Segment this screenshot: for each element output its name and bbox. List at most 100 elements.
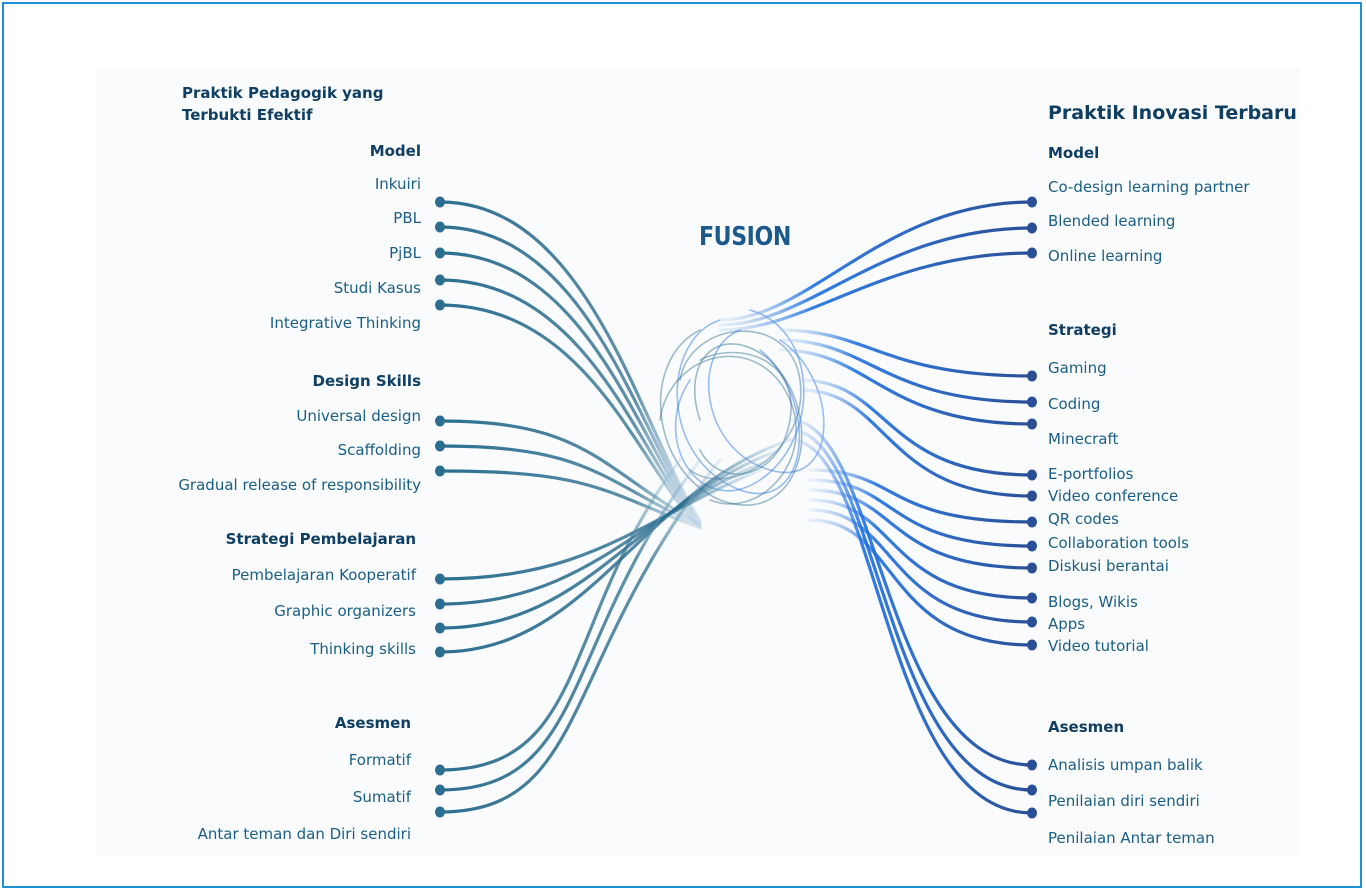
right-strategi-item: E-portfolios bbox=[1048, 465, 1134, 483]
left-wire-dot bbox=[435, 247, 445, 259]
left-asesmen-item: Antar teman dan Diri sendiri bbox=[197, 825, 411, 843]
left-model-item: Studi Kasus bbox=[333, 279, 421, 297]
right-wire-dot bbox=[1027, 196, 1037, 208]
right-wire-dot bbox=[1027, 540, 1037, 552]
left-strategi-item: Thinking skills bbox=[310, 640, 416, 658]
left-model-item: PBL bbox=[393, 209, 421, 227]
right-wire bbox=[778, 328, 1034, 378]
right-wire bbox=[718, 226, 1034, 327]
right-strategi-item: Blogs, Wikis bbox=[1048, 593, 1138, 611]
right-model-item: Online learning bbox=[1048, 247, 1163, 265]
right-asesmen-header: Asesmen bbox=[1048, 718, 1125, 736]
right-wire-dot bbox=[1027, 222, 1037, 234]
left-wire bbox=[438, 448, 782, 630]
left-design-item: Scaffolding bbox=[337, 441, 421, 459]
right-wire bbox=[778, 338, 1034, 404]
swirl-loop bbox=[659, 355, 797, 505]
left-wire-dot bbox=[435, 573, 445, 585]
right-strategi-item: Minecraft bbox=[1048, 430, 1119, 448]
left-design-item: Universal design bbox=[296, 407, 421, 425]
left-wire bbox=[438, 458, 682, 772]
left-model-header: Model bbox=[369, 142, 421, 160]
right-wire bbox=[808, 488, 1034, 570]
left-wire bbox=[438, 458, 772, 606]
right-strategi-item: Diskusi berantai bbox=[1048, 557, 1169, 575]
right-wire bbox=[788, 438, 1034, 815]
right-wire bbox=[788, 428, 1034, 792]
left-strategi-item: Pembelajaran Kooperatif bbox=[231, 566, 416, 584]
left-design-header: Design Skills bbox=[312, 372, 421, 390]
right-strategi-item: Video conference bbox=[1048, 487, 1179, 505]
right-strategi-item: Apps bbox=[1048, 615, 1086, 633]
right-wire bbox=[808, 508, 1034, 624]
right-strategi-item: Gaming bbox=[1048, 359, 1107, 377]
right-wire-dot bbox=[1027, 639, 1037, 651]
left-wire-dot bbox=[435, 598, 445, 610]
left-wire-dot bbox=[435, 221, 445, 233]
left-design-item: Gradual release of responsibility bbox=[178, 476, 421, 494]
left-wire-dot bbox=[435, 764, 445, 776]
left-title-line1: Praktik Pedagogik yang bbox=[182, 84, 384, 102]
left-wire bbox=[438, 251, 702, 526]
left-wire-dot bbox=[435, 646, 445, 658]
left-wire bbox=[438, 303, 702, 530]
left-model-item: PjBL bbox=[389, 244, 421, 262]
right-wire bbox=[718, 200, 1034, 322]
left-title-line2: Terbukti Efektif bbox=[182, 106, 313, 124]
right-wire bbox=[798, 388, 1034, 498]
left-wire bbox=[438, 200, 702, 522]
left-asesmen-item: Sumatif bbox=[352, 788, 411, 806]
right-wire-dot bbox=[1027, 490, 1037, 502]
left-asesmen-header: Asesmen bbox=[334, 714, 411, 732]
left-wire-dot bbox=[435, 274, 445, 286]
fusion-label: FUSION bbox=[699, 222, 791, 252]
right-asesmen-item: Penilaian Antar teman bbox=[1048, 829, 1215, 847]
left-wire-dot bbox=[435, 622, 445, 634]
right-wire-dot bbox=[1027, 370, 1037, 382]
right-model-header: Model bbox=[1048, 144, 1100, 162]
right-wire bbox=[778, 348, 1034, 426]
right-wire-dot bbox=[1027, 418, 1037, 430]
right-wire-dot bbox=[1027, 247, 1037, 259]
right-asesmen-item: Penilaian diri sendiri bbox=[1048, 792, 1200, 810]
right-model-item: Blended learning bbox=[1048, 212, 1176, 230]
right-wire bbox=[808, 518, 1034, 647]
right-wire-dot bbox=[1027, 516, 1037, 528]
left-asesmen-item: Formatif bbox=[348, 751, 411, 769]
right-wire bbox=[808, 498, 1034, 600]
left-strategi-header: Strategi Pembelajaran bbox=[225, 530, 416, 548]
left-wire-dot bbox=[435, 784, 445, 796]
right-wire-dot bbox=[1027, 759, 1037, 771]
right-strategi-item: QR codes bbox=[1048, 510, 1119, 528]
right-wire-dot bbox=[1027, 396, 1037, 408]
right-wire bbox=[808, 468, 1034, 524]
left-wire bbox=[438, 458, 722, 814]
right-wire-dot bbox=[1027, 592, 1037, 604]
right-wire-dot bbox=[1027, 469, 1037, 481]
right-strategi-item: Collaboration tools bbox=[1048, 534, 1189, 552]
right-strategi-item: Video tutorial bbox=[1048, 637, 1149, 655]
left-wire-dot bbox=[435, 806, 445, 818]
left-wire-dot bbox=[435, 440, 445, 452]
left-wire bbox=[438, 468, 762, 581]
right-wire bbox=[798, 378, 1034, 477]
left-wire bbox=[438, 419, 702, 526]
left-model-item: Inkuiri bbox=[374, 175, 421, 193]
right-strategi-header: Strategi bbox=[1048, 321, 1117, 339]
left-wire bbox=[438, 458, 702, 792]
left-wire-dot bbox=[435, 196, 445, 208]
left-wire bbox=[438, 225, 702, 524]
left-strategi-item: Graphic organizers bbox=[274, 602, 416, 620]
left-wire-dot bbox=[435, 465, 445, 477]
right-wire-dot bbox=[1027, 562, 1037, 574]
right-wire bbox=[808, 478, 1034, 548]
right-wire-dot bbox=[1027, 784, 1037, 796]
right-wire-dot bbox=[1027, 807, 1037, 819]
right-wire bbox=[788, 418, 1034, 767]
swirl-loop bbox=[659, 329, 803, 506]
right-title: Praktik Inovasi Terbaru bbox=[1048, 102, 1297, 124]
left-wire-dot bbox=[435, 415, 445, 427]
right-wire bbox=[718, 251, 1034, 332]
right-model-item: Co-design learning partner bbox=[1048, 178, 1250, 196]
